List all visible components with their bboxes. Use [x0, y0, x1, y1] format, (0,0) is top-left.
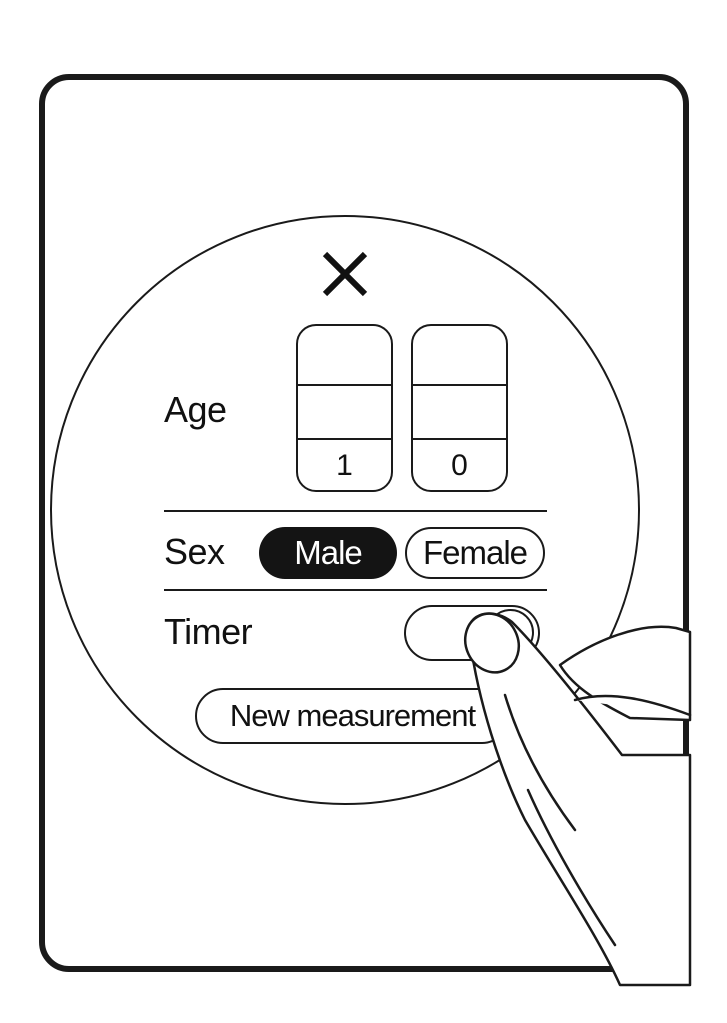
sex-option-male[interactable]: Male — [259, 527, 397, 579]
age-ones-picker[interactable]: 0 — [411, 324, 508, 492]
section-divider — [164, 589, 547, 591]
new-measurement-button[interactable]: New measurement — [195, 688, 510, 744]
age-ones-digit: 0 — [451, 449, 468, 482]
picker-divider — [298, 384, 391, 386]
timer-label: Timer — [164, 611, 253, 652]
age-tens-digit: 1 — [336, 449, 353, 482]
timer-toggle[interactable] — [404, 605, 540, 661]
age-tens-picker[interactable]: 1 — [296, 324, 393, 492]
close-button[interactable] — [317, 248, 373, 300]
toggle-knob — [487, 609, 534, 656]
age-label: Age — [164, 389, 227, 430]
section-divider — [164, 510, 547, 512]
picker-divider — [298, 438, 391, 440]
sex-label: Sex — [164, 531, 225, 572]
picker-divider — [413, 438, 506, 440]
close-icon — [322, 251, 368, 297]
picker-divider — [413, 384, 506, 386]
sex-option-female[interactable]: Female — [405, 527, 545, 579]
